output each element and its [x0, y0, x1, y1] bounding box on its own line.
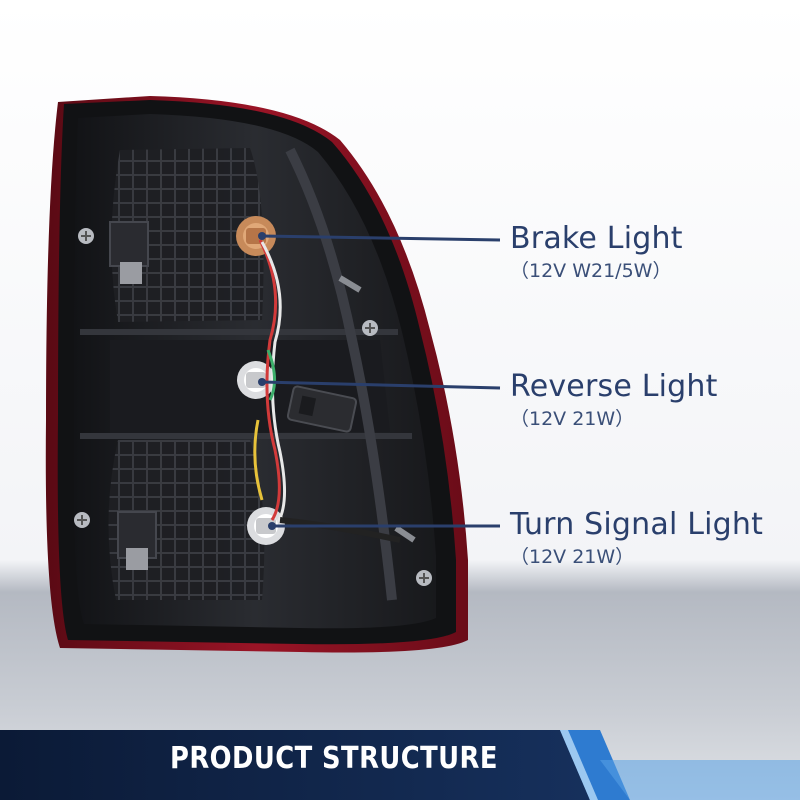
reverse-light-callout: Reverse Light （12V 21W） [510, 369, 718, 431]
housing-rail [285, 147, 397, 601]
turn-signal-spec: （12V 21W） [510, 546, 635, 568]
turn-leader-line [268, 522, 500, 530]
turn-signal-title: Turn Signal Light [510, 507, 764, 542]
bolt-stud-upper [338, 275, 362, 293]
brake-leader-line [258, 232, 501, 242]
brake-light-spec: （12V W21/5W） [510, 260, 672, 282]
reverse-bulb-socket [237, 361, 275, 399]
screw-icon [416, 570, 432, 586]
connector-plug [286, 385, 358, 433]
upper-reflector [111, 148, 264, 322]
reverse-light-title: Reverse Light [510, 369, 718, 404]
reverse-leader-line [258, 378, 501, 390]
screw-icon [362, 320, 378, 336]
brake-light-callout: Brake Light （12V W21/5W） [510, 221, 683, 283]
screw-icon [74, 512, 90, 528]
mount-clip-lower [126, 548, 148, 570]
mount-tab-upper [109, 221, 149, 267]
bolt-stud-lower [394, 525, 416, 543]
screw-icon [78, 228, 94, 244]
mount-clip-upper [120, 262, 142, 284]
turn-signal-callout: Turn Signal Light （12V 21W） [510, 507, 764, 569]
reverse-light-spec: （12V 21W） [510, 408, 635, 430]
product-structure-banner [0, 730, 800, 800]
banner-title: PRODUCT STRUCTURE [170, 740, 498, 776]
brake-light-title: Brake Light [510, 221, 683, 256]
